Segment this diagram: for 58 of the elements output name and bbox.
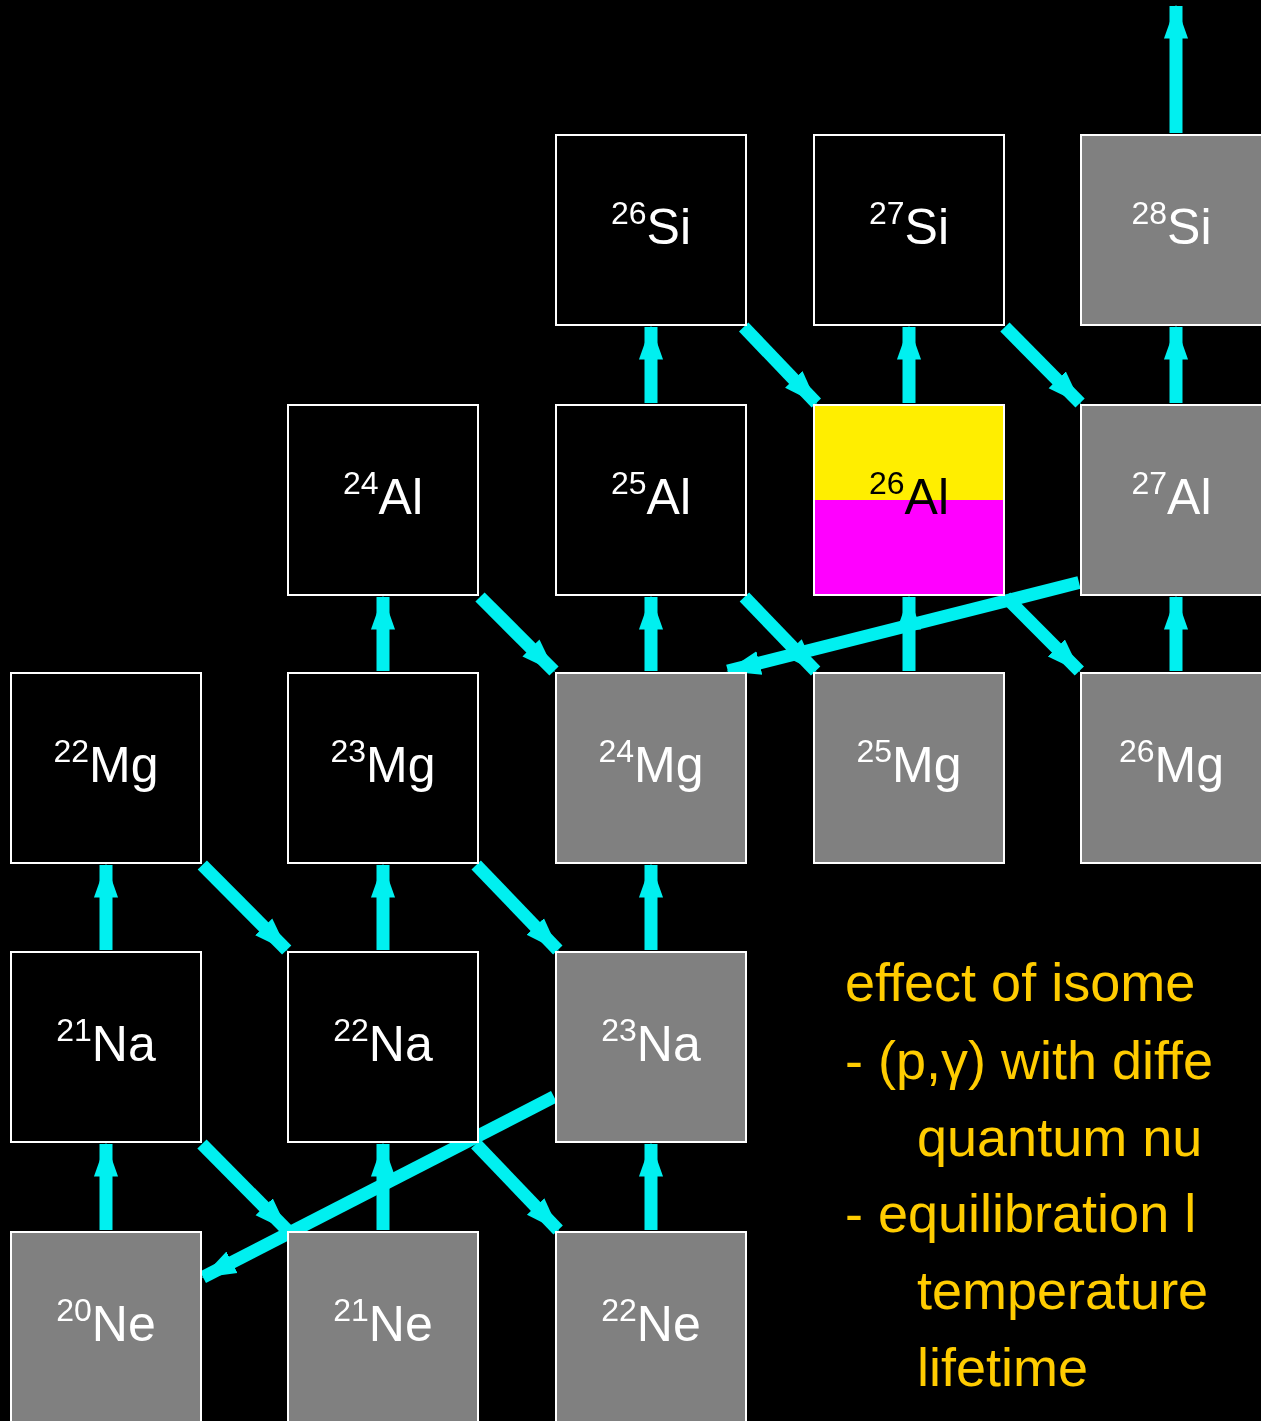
isotope-label: $^{24}$Mg bbox=[598, 736, 704, 794]
isotope-box bbox=[1080, 404, 1261, 596]
arrow bbox=[93, 1142, 119, 1230]
arrow bbox=[638, 1142, 664, 1230]
isotope-box bbox=[813, 672, 1005, 864]
arrow bbox=[370, 595, 396, 671]
isotope-label: $^{22}$Na bbox=[333, 1015, 433, 1073]
isotope-box bbox=[555, 134, 747, 326]
isotope-label: $^{23}$Na bbox=[601, 1015, 701, 1073]
isotope-box bbox=[555, 1231, 747, 1421]
isotope-box bbox=[1080, 672, 1261, 864]
arrow bbox=[638, 325, 664, 403]
isotope-label: $^{20}$Ne bbox=[56, 1295, 156, 1353]
arrow bbox=[471, 860, 563, 955]
isotope-box bbox=[555, 672, 747, 864]
isotope-label: $^{24}$Al bbox=[342, 468, 424, 526]
arrow bbox=[471, 1139, 563, 1235]
isotope-label: $^{22}$Mg bbox=[53, 736, 159, 794]
arrow bbox=[1000, 322, 1085, 408]
isotope-label: $^{28}$Si bbox=[1131, 198, 1212, 256]
isotope-label: $^{27}$Si bbox=[868, 198, 950, 256]
isotope-box bbox=[10, 951, 202, 1143]
arrow bbox=[1163, 4, 1189, 133]
arrow bbox=[1163, 595, 1189, 671]
arrow bbox=[896, 325, 922, 403]
arrow bbox=[475, 592, 559, 676]
note-text: lifetime bbox=[917, 1340, 1089, 1394]
isotope-label: $^{21}$Na bbox=[56, 1015, 156, 1073]
arrow bbox=[638, 595, 664, 671]
note-text: effect of isome bbox=[845, 955, 1196, 1009]
isotope-label: $^{26}$Mg bbox=[1118, 736, 1225, 794]
isotope-label: $^{22}$Ne bbox=[601, 1295, 701, 1353]
isotope-box bbox=[813, 404, 1005, 596]
isotope-box bbox=[287, 672, 479, 864]
isotope-box bbox=[10, 1231, 202, 1421]
arrow bbox=[370, 863, 396, 950]
isotope-box bbox=[813, 134, 1005, 326]
isotope-label: $^{27}$Al bbox=[1131, 468, 1212, 526]
arrow bbox=[739, 322, 821, 408]
isotope-box bbox=[287, 1231, 479, 1421]
isotope-box bbox=[287, 951, 479, 1143]
arrow bbox=[93, 863, 119, 950]
arrow bbox=[726, 576, 1081, 678]
isotope-label: $^{21}$Ne bbox=[333, 1295, 433, 1353]
isotope-label: $^{25}$Mg bbox=[856, 736, 962, 794]
isotope-label: $^{23}$Mg bbox=[330, 736, 436, 794]
isotope-box bbox=[287, 404, 479, 596]
isotope-label: $^{26}$Si bbox=[610, 198, 692, 256]
arrow bbox=[739, 592, 821, 676]
arrow bbox=[370, 1142, 396, 1230]
isotope-box bbox=[555, 404, 747, 596]
arrow bbox=[197, 860, 292, 955]
arrow bbox=[638, 863, 664, 950]
isotope-label: $^{25}$Al bbox=[610, 468, 692, 526]
isotope-box bbox=[555, 951, 747, 1143]
isotope-box bbox=[1080, 134, 1261, 326]
arrow bbox=[1163, 325, 1189, 403]
isotope-box bbox=[10, 672, 202, 864]
